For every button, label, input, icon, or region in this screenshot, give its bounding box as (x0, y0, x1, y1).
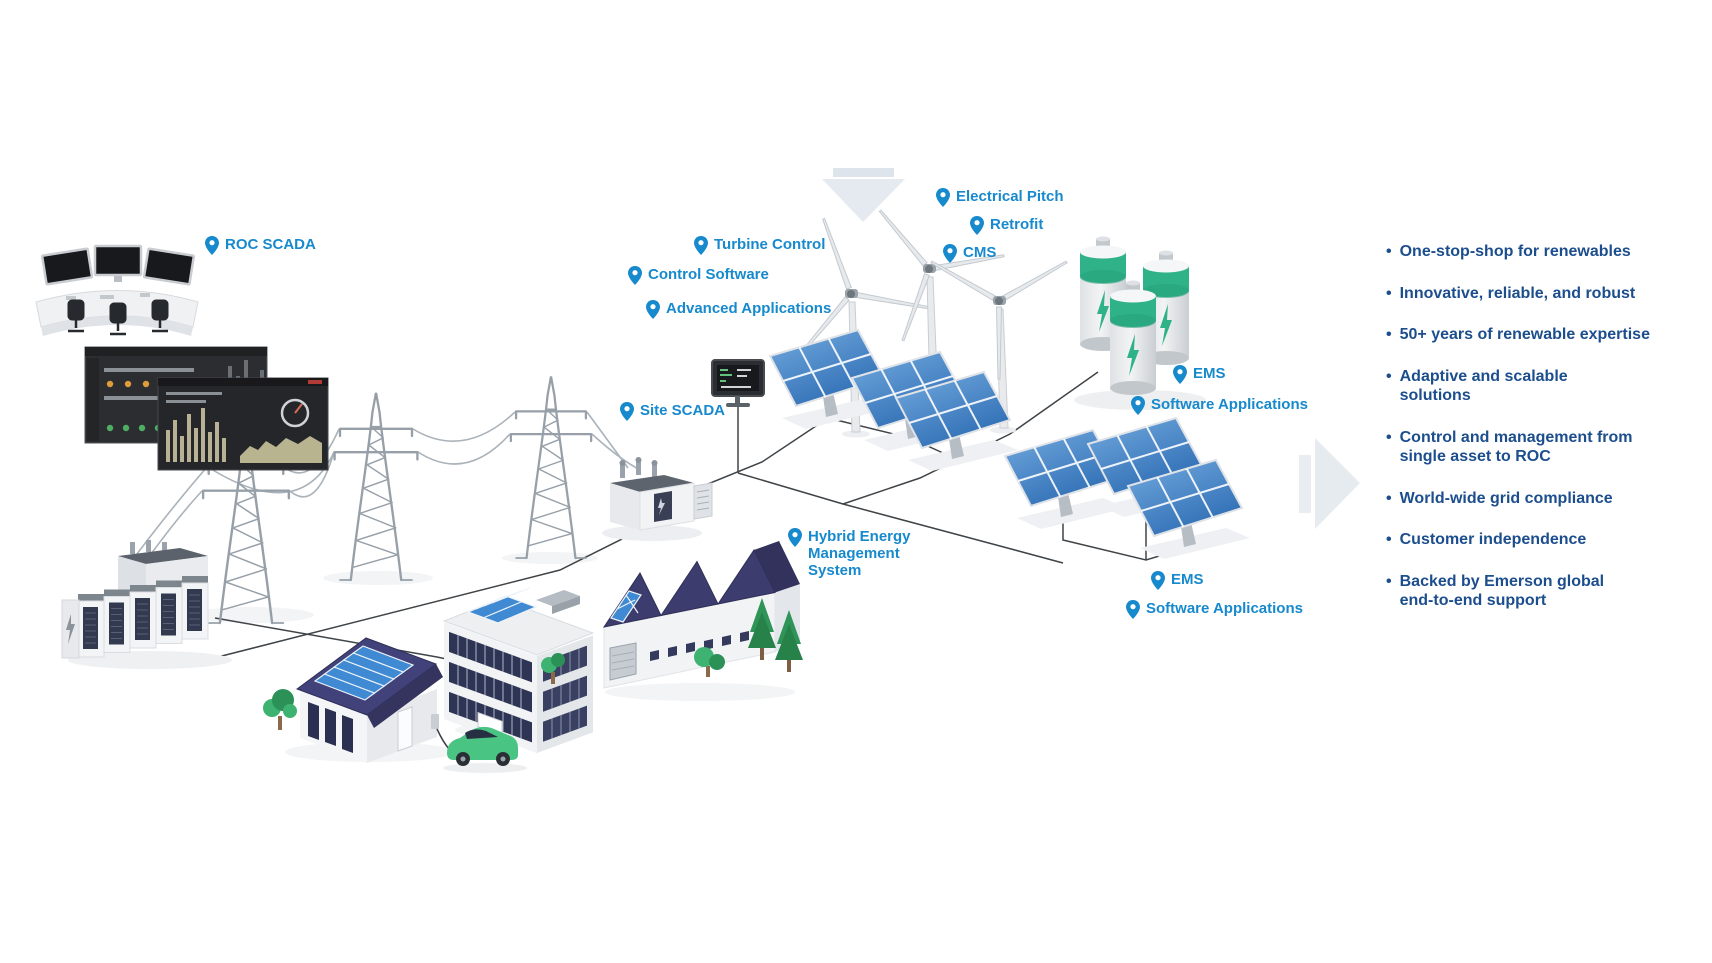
wind-turbine-icon (930, 260, 1068, 434)
label-text: Retrofit (990, 216, 1044, 233)
label-ems-battery: EMS (1173, 365, 1226, 384)
house (295, 637, 450, 763)
label-text: Advanced Applications (666, 300, 832, 317)
benefit-text: Adaptive and scalable solutions (1399, 367, 1568, 405)
location-pin-icon (1173, 365, 1187, 384)
office-building (442, 587, 595, 754)
label-retrofit: Retrofit (970, 216, 1043, 235)
scada-dashboards (84, 346, 329, 471)
bullet-icon: • (1386, 326, 1392, 343)
benefit-item: • Adaptive and scalable solutions (1386, 367, 1712, 406)
right-arrow (1299, 438, 1360, 529)
label-text: EMS (1171, 571, 1204, 588)
label-roc-scada: ROC SCADA (205, 236, 316, 255)
location-pin-icon (620, 402, 634, 421)
label-advanced-applications: Advanced Applications (646, 300, 831, 319)
location-pin-icon (970, 216, 984, 235)
tree-icon (694, 647, 725, 677)
benefit-text: One-stop-shop for renewables (1399, 243, 1631, 260)
benefit-text: Control and management from single asset… (1399, 428, 1633, 466)
location-pin-icon (1126, 600, 1140, 619)
location-pin-icon (788, 528, 802, 547)
battery-icon (1110, 280, 1156, 395)
benefit-text: World-wide grid compliance (1399, 489, 1613, 507)
label-text: Electrical Pitch (956, 188, 1064, 205)
label-text: Turbine Control (714, 236, 826, 253)
label-control-software: Control Software (628, 266, 769, 285)
location-pin-icon (628, 266, 642, 285)
label-site-scada: Site SCADA (620, 402, 725, 421)
label-cms: CMS (943, 244, 996, 263)
label-hybrid-ems: Hybrid Energy Management System (788, 528, 911, 579)
down-arrow (822, 168, 905, 222)
dashboard-window-2 (157, 377, 329, 471)
location-pin-icon (936, 188, 950, 207)
electric-car (443, 726, 527, 773)
bullet-icon: • (1386, 284, 1392, 302)
bullet-icon: • (1386, 572, 1392, 590)
label-text: EMS (1193, 365, 1226, 382)
label-text: Software Applications (1146, 600, 1303, 617)
label-text: CMS (963, 244, 997, 261)
label-text: Site SCADA (640, 402, 726, 419)
benefit-item: • Backed by Emerson global end-to-end sup… (1386, 572, 1712, 611)
bullet-icon: • (1386, 428, 1392, 446)
location-pin-icon (943, 244, 957, 263)
battery-storage-containers (61, 540, 232, 669)
benefit-text: Innovative, reliable, and robust (1399, 284, 1636, 302)
benefit-item: • Control and management from single asse… (1386, 428, 1712, 467)
benefit-text: 50+ years of renewable expertise (1399, 326, 1650, 343)
solar-array-upper (769, 329, 1019, 472)
pylon-icon (509, 375, 593, 560)
bullet-icon: • (1386, 367, 1392, 385)
bullet-icon: • (1386, 243, 1392, 260)
label-electrical-pitch: Electrical Pitch (936, 188, 1064, 207)
transformer (602, 457, 713, 541)
label-software-applications-battery: Software Applications (1131, 396, 1308, 415)
location-pin-icon (1131, 396, 1145, 415)
site-scada-monitor (711, 359, 765, 407)
benefit-text: Backed by Emerson global end-to-end supp… (1399, 572, 1605, 610)
benefit-item: • Innovative, reliable, and robust (1386, 284, 1712, 304)
location-pin-icon (205, 236, 219, 255)
pylon-icon (333, 391, 419, 582)
label-turbine-control: Turbine Control (694, 236, 825, 255)
benefit-text: Customer independence (1399, 531, 1587, 548)
wind-turbines (798, 209, 1068, 438)
label-text: Hybrid Energy Management System (808, 528, 911, 579)
label-text: Control Software (648, 266, 769, 283)
bullet-icon: • (1386, 531, 1392, 548)
benefit-item: • World-wide grid compliance (1386, 489, 1712, 509)
control-room (35, 244, 199, 336)
bullet-icon: • (1386, 489, 1392, 507)
benefit-item: • 50+ years of renewable expertise (1386, 325, 1712, 345)
benefit-item: • Customer independence (1386, 530, 1712, 550)
tree-icon (541, 653, 565, 684)
tree-icon (263, 689, 297, 730)
benefits-list: • One-stop-shop for renewables • Innovative… (1386, 242, 1712, 611)
wind-turbine-icon (878, 209, 1005, 406)
chair-icon (67, 299, 169, 336)
label-text: Software Applications (1151, 396, 1308, 413)
label-ems-solar: EMS (1151, 571, 1204, 590)
location-pin-icon (1151, 571, 1165, 590)
solar-array-lower (1004, 417, 1251, 560)
label-text: ROC SCADA (225, 236, 316, 253)
benefit-item: • One-stop-shop for renewables (1386, 242, 1712, 262)
location-pin-icon (646, 300, 660, 319)
trees (263, 598, 803, 730)
location-pin-icon (694, 236, 708, 255)
label-software-applications-solar: Software Applications (1126, 600, 1303, 619)
